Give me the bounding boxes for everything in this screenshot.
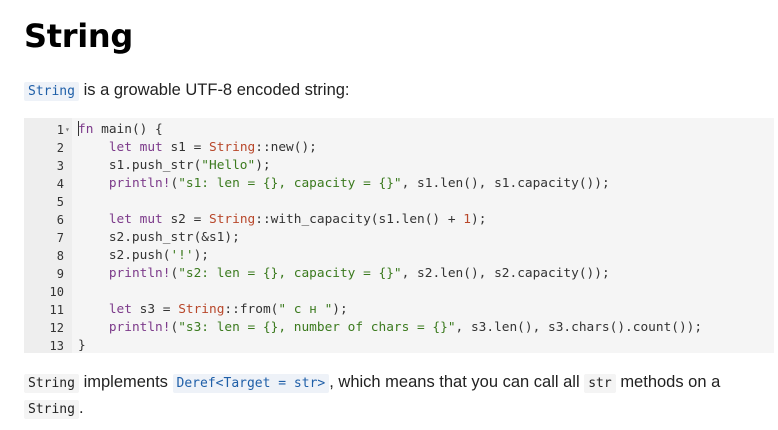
line-number: 11 <box>49 303 64 317</box>
code-token: "s3: len = {}, number of chars = {}" <box>178 320 456 335</box>
code-token: ); <box>193 248 209 263</box>
description-text: implements <box>83 373 168 391</box>
code-token: ); <box>470 212 487 227</box>
code-token: String <box>209 140 256 155</box>
intro-text: is a growable UTF-8 encoded string: <box>83 81 350 99</box>
line-number: 4 <box>56 177 64 191</box>
code-token <box>78 302 109 317</box>
code-token <box>78 140 109 155</box>
line-number: 1 <box>56 123 64 137</box>
line-number: 12 <box>49 321 64 335</box>
code-line[interactable]: } <box>78 337 86 353</box>
code-token <box>78 176 109 191</box>
code-token: s2 = <box>162 212 209 227</box>
description-paragraph: String implements Deref<Target = str>, w… <box>24 370 764 422</box>
line-number: 10 <box>49 285 64 299</box>
code-token: s3 = <box>131 302 179 317</box>
code-token: , s1.len(), s1.capacity()); <box>401 176 610 191</box>
code-token: s1.push_str( <box>78 158 202 173</box>
code-token: println! <box>108 176 171 191</box>
code-token: ::new(); <box>255 140 317 155</box>
code-line[interactable]: println!("s3: len = {}, number of chars … <box>78 319 702 337</box>
inline-code-string: String <box>24 82 79 101</box>
intro-paragraph: String is a growable UTF-8 encoded strin… <box>24 78 350 104</box>
description-text: . <box>78 399 84 417</box>
code-token: String <box>178 302 225 317</box>
page-title: String <box>24 17 133 55</box>
inline-code-deref: Deref<Target = str> <box>172 374 330 393</box>
code-line[interactable]: s2.push('!'); <box>78 247 209 265</box>
inline-code-string: String <box>24 400 79 419</box>
code-line[interactable]: s1.push_str("Hello"); <box>78 157 271 175</box>
chevron-down-icon[interactable]: ▾ <box>65 125 70 134</box>
inline-code-string: String <box>24 374 79 393</box>
code-token: fn <box>78 122 94 137</box>
code-token: s2.push( <box>78 248 171 263</box>
code-token: 1 <box>463 212 471 227</box>
description-text: methods on a <box>620 373 721 391</box>
line-number: 2 <box>56 141 64 155</box>
line-number: 5 <box>56 195 64 209</box>
code-token: , s2.len(), s2.capacity()); <box>401 266 610 281</box>
description-text: , which means that you can call all <box>329 373 580 391</box>
code-token: println! <box>108 320 171 335</box>
code-token: '!' <box>170 248 194 263</box>
code-token: let mut <box>108 212 163 227</box>
code-token: ( <box>170 176 179 191</box>
code-token: " с н " <box>278 302 333 317</box>
code-token: "s2: len = {}, capacity = {}" <box>178 266 402 281</box>
code-line[interactable]: println!("s1: len = {}, capacity = {}", … <box>78 175 610 193</box>
code-token: "s1: len = {}, capacity = {}" <box>178 176 402 191</box>
code-token: } <box>78 338 86 353</box>
code-token: ); <box>255 158 271 173</box>
code-token: "Hello" <box>201 158 256 173</box>
code-line[interactable]: s2.push_str(&s1); <box>78 229 240 247</box>
code-token: ); <box>332 302 348 317</box>
line-number: 7 <box>56 231 64 245</box>
code-line[interactable]: let mut s1 = String::new(); <box>78 139 317 157</box>
text-cursor <box>78 121 79 136</box>
code-token: s1 = <box>162 140 209 155</box>
code-token: let mut <box>108 140 163 155</box>
code-token: main() { <box>93 122 163 137</box>
line-number: 3 <box>56 159 64 173</box>
line-number: 8 <box>56 249 64 263</box>
code-token: ( <box>170 266 179 281</box>
code-token: s2.push_str(&s1); <box>78 230 240 245</box>
code-line[interactable]: let s3 = String::from(" с н "); <box>78 301 348 319</box>
code-line[interactable]: let mut s2 = String::with_capacity(s1.le… <box>78 211 487 229</box>
line-number: 6 <box>56 213 64 227</box>
code-token: ::from( <box>224 302 279 317</box>
code-line[interactable]: fn main() { <box>78 121 163 139</box>
code-token: ( <box>170 320 179 335</box>
code-token: , s3.len(), s3.chars().count()); <box>455 320 703 335</box>
code-token <box>78 212 109 227</box>
code-token: String <box>209 212 256 227</box>
code-token <box>78 266 109 281</box>
code-token: println! <box>108 266 171 281</box>
inline-code-str: str <box>584 374 616 393</box>
line-number: 9 <box>56 267 64 281</box>
code-token: ::with_capacity(s1.len() + <box>255 212 464 227</box>
code-line[interactable]: println!("s2: len = {}, capacity = {}", … <box>78 265 610 283</box>
code-token: let <box>108 302 132 317</box>
line-number: 13 <box>49 339 64 353</box>
code-token <box>78 320 109 335</box>
